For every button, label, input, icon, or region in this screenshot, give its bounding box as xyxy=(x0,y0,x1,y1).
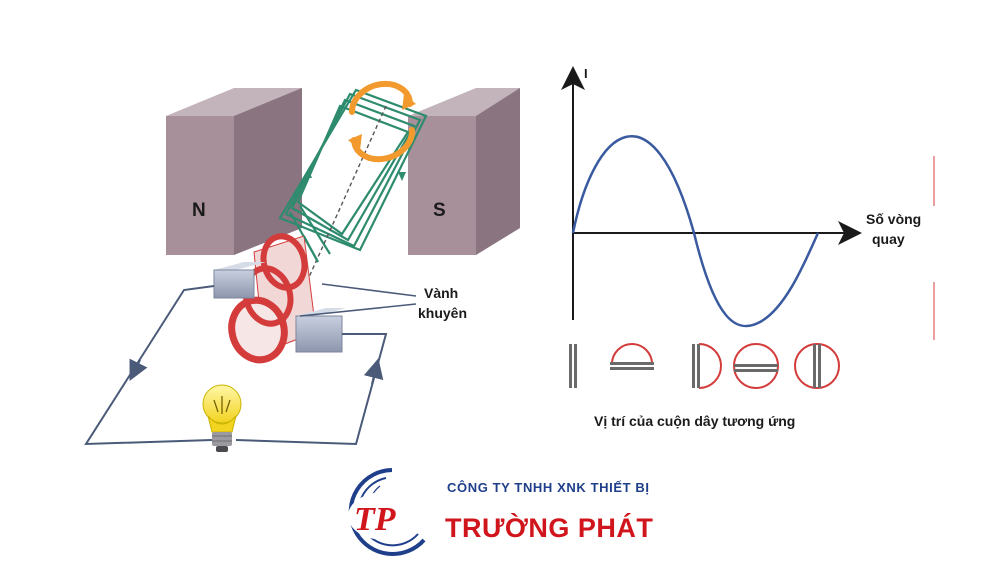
coil-position-5-icon xyxy=(794,343,840,389)
company-name: TRƯỜNG PHÁT xyxy=(445,513,654,543)
light-bulb-icon xyxy=(202,384,242,452)
coil-position-4-icon xyxy=(733,343,779,389)
company-type-line: CÔNG TY TNHH XNK THIẾT BỊ xyxy=(447,480,650,495)
rotation-arrow-icon xyxy=(348,80,416,163)
north-magnet: N xyxy=(166,88,302,255)
brush-bottom xyxy=(295,308,346,353)
sine-curve xyxy=(571,135,820,328)
coil-position-1-icon xyxy=(569,344,577,388)
coil-position-caption: Vị trí của cuộn dây tương ứng xyxy=(594,413,795,429)
y-axis-label: I xyxy=(584,66,588,81)
x-axis-label-line2: quay xyxy=(872,231,905,247)
company-logo: TP xyxy=(348,468,426,556)
slip-ring-label-line2: khuyên xyxy=(418,305,467,321)
coil-position-3-icon xyxy=(692,343,722,389)
coil-position-icons xyxy=(569,343,840,389)
x-axis-label-line1: Số vòng xyxy=(866,211,921,227)
north-pole-label: N xyxy=(192,200,206,221)
slip-ring-label-line1: Vành xyxy=(424,285,458,301)
current-graph: I Số vòng quay xyxy=(561,66,921,328)
brush-top xyxy=(213,262,266,299)
coil-position-2-icon xyxy=(610,343,654,370)
armature-coil xyxy=(278,88,428,263)
external-circuit xyxy=(84,285,388,446)
logo-monogram: TP xyxy=(354,501,396,538)
south-magnet: S xyxy=(408,88,520,255)
slip-ring-callout: Vành khuyên xyxy=(299,283,467,321)
south-pole-label: S xyxy=(433,200,446,221)
